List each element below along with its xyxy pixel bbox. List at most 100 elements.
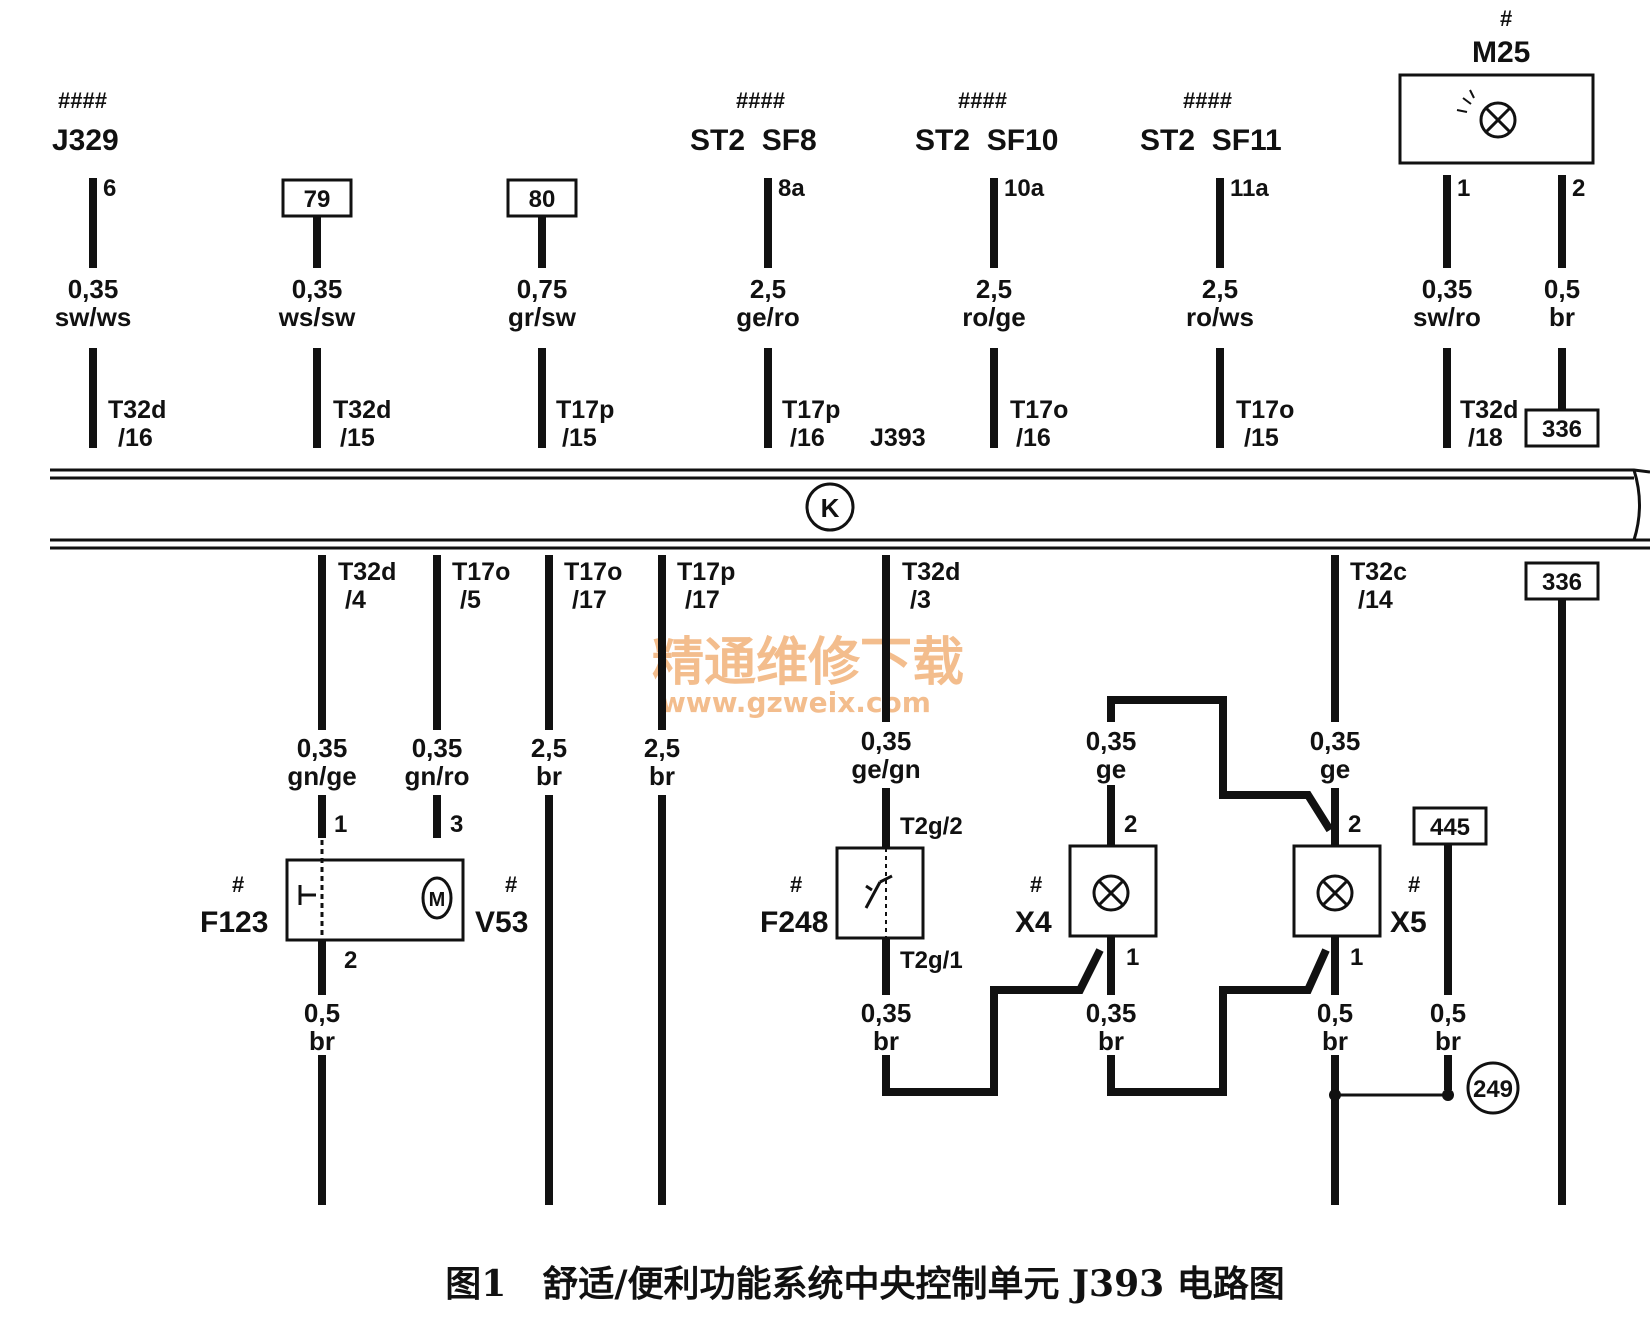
watermark-line1: 精通维修下载: [652, 633, 964, 693]
module-symbol: K: [821, 493, 840, 523]
motor-icon: M: [421, 876, 453, 920]
top-wire-5-color: ro/ge: [962, 302, 1026, 332]
f248-box: [835, 846, 925, 940]
top-wire-8-ref-box: [1524, 408, 1600, 448]
bottom-wire-3-color: br: [536, 761, 562, 791]
ground-circle: [1466, 1061, 1520, 1115]
sf8-hash: ####: [736, 88, 785, 113]
top-wire-2-color: ws/sw: [278, 302, 356, 332]
top-wire-6-size: 2,5: [1202, 274, 1238, 304]
top-wire-8-ref: 336: [1542, 416, 1582, 443]
bottom-wire-1-size: 0,35: [297, 733, 348, 763]
bottom-wire-3-conn-pin: /17: [572, 586, 607, 614]
top-wire-6-color: ro/ws: [1186, 302, 1254, 332]
top-wire-4-conn: T17p: [782, 396, 840, 424]
sf8-label: ST2 SF8: [690, 124, 817, 157]
bottom-wire-4-conn-pin: /17: [685, 586, 720, 614]
bottom-wire-6-color: ge: [1096, 754, 1126, 784]
bottom-wire-7-size: 0,35: [1310, 726, 1361, 756]
lower-wires: 2 0,5 br T2g/1 0,35 br 1 0,35 br 1 0,5: [304, 806, 1520, 1205]
module-name: J393: [870, 424, 926, 452]
lamp-icon: [1092, 874, 1130, 912]
lower-wire-3: 1 0,35 br: [1086, 936, 1330, 1096]
bottom-wire-4: T17p /17 2,5 br: [644, 555, 735, 1205]
v53-label: V53: [475, 906, 528, 939]
bottom-wire-7-conn: T32c: [1350, 558, 1407, 586]
lower-wire-4-pin: 1: [1350, 944, 1363, 971]
top-wire-1-conn-pin: /16: [118, 424, 153, 452]
lower-wire-1-size: 0,5: [304, 998, 340, 1028]
top-wire-7-conn-pin: /18: [1468, 424, 1503, 452]
lower-wire-1: 2 0,5 br: [304, 940, 357, 1205]
top-wire-6-conn-pin: /15: [1244, 424, 1279, 452]
top-wire-4: 8a 2,5 ge/ro T17p /16: [736, 175, 840, 452]
top-wire-5: 10a 2,5 ro/ge T17o /16: [962, 175, 1068, 452]
bottom-wire-3-conn: T17o: [564, 558, 622, 586]
x5-hash: #: [1408, 872, 1420, 897]
top-wire-2-ref-box: [281, 178, 353, 218]
bottom-wire-8: 336: [1524, 561, 1600, 1205]
bottom-wire-1-pin: 1: [334, 811, 347, 838]
sf11-hash: ####: [1183, 88, 1232, 113]
figure-caption: 图1 舒适/便利功能系统中央控制单元 J393 电路图: [445, 1263, 1285, 1305]
bottom-components: M # F123 # V53 # F248 # X4 # X5: [200, 840, 1427, 942]
bottom-wires: T32d /4 0,35 gn/ge 1 T17o /5 0,35 gn/ro …: [287, 555, 1600, 1205]
bottom-wire-1-conn: T32d: [338, 558, 396, 586]
bottom-wire-4-size: 2,5: [644, 733, 680, 763]
lower-wire-5-ref: 445: [1430, 814, 1470, 841]
top-wire-4-conn-pin: /16: [790, 424, 825, 452]
top-wire-3-ref: 80: [529, 186, 556, 213]
sf10-hash: ####: [958, 88, 1007, 113]
bottom-wire-4-color: br: [649, 761, 675, 791]
bottom-wire-1: T32d /4 0,35 gn/ge 1: [287, 555, 396, 838]
top-wire-4-pin: 8a: [778, 175, 805, 202]
top-wire-6-pin: 11a: [1230, 175, 1269, 202]
top-wire-7-size: 0,35: [1422, 274, 1473, 304]
pressure-switch-icon: [864, 848, 893, 938]
lamp-icon: [1456, 89, 1517, 139]
bottom-wire-2-conn-pin: /5: [460, 586, 481, 614]
top-wire-2-conn-pin: /15: [340, 424, 375, 452]
lower-wire-5: 445 0,5 br: [1412, 806, 1488, 1101]
x4-hash: #: [1030, 872, 1042, 897]
top-wire-1-conn: T32d: [108, 396, 166, 424]
top-wire-3-color: gr/sw: [508, 302, 577, 332]
bottom-wire-5-conn: T32d: [902, 558, 960, 586]
top-wire-4-color: ge/ro: [736, 302, 800, 332]
top-components: #### J329 #### ST2 SF8 #### ST2 SF10 ###…: [52, 6, 1595, 165]
bottom-wire-1-color: gn/ge: [287, 761, 356, 791]
bottom-wire-1-conn-pin: /4: [345, 586, 366, 614]
v53-hash: #: [505, 872, 517, 897]
top-wire-3: 80 0,75 gr/sw T17p /15: [506, 178, 614, 452]
lower-wire-5-size: 0,5: [1430, 998, 1466, 1028]
lamp-icon: [1316, 874, 1354, 912]
bottom-wire-7-conn-pin: /14: [1358, 586, 1393, 614]
bottom-wire-6-size: 0,35: [1086, 726, 1137, 756]
bottom-wire-5-color: ge/gn: [851, 754, 920, 784]
top-wire-5-conn: T17o: [1010, 396, 1068, 424]
bottom-wire-2-pin: 3: [450, 811, 463, 838]
bottom-wire-6: 0,35 ge 2: [1086, 696, 1334, 846]
bottom-wire-2-color: gn/ro: [405, 761, 470, 791]
module-j393: K J393: [50, 424, 1650, 550]
top-wire-2: 79 0,35 ws/sw T32d /15: [278, 178, 391, 452]
lower-wire-1-color: br: [309, 1026, 335, 1056]
lower-wire-4: 1 0,5 br: [1317, 936, 1448, 1205]
lower-wire-2-size: 0,35: [861, 998, 912, 1028]
top-wire-4-size: 2,5: [750, 274, 786, 304]
lower-wire-3-pin: 1: [1126, 944, 1139, 971]
sf10-label: ST2 SF10: [915, 124, 1058, 157]
m25-label: M25: [1472, 36, 1530, 69]
watermark-line2: www.gzweix.com: [660, 686, 931, 719]
x4-box: [1068, 844, 1158, 938]
ground-point: 249: [1466, 1061, 1520, 1115]
lower-wire-3-size: 0,35: [1086, 998, 1137, 1028]
f123-hash: #: [232, 872, 244, 897]
x5-label: X5: [1390, 906, 1427, 939]
top-wire-7: 1 0,35 sw/ro T32d /18: [1413, 175, 1518, 452]
m25-hash: #: [1500, 6, 1512, 31]
top-wire-8-color: br: [1549, 302, 1575, 332]
lower-wire-2-pin: T2g/1: [900, 947, 963, 974]
bottom-wire-2: T17o /5 0,35 gn/ro 3: [405, 555, 510, 838]
f123-label: F123: [200, 906, 268, 939]
